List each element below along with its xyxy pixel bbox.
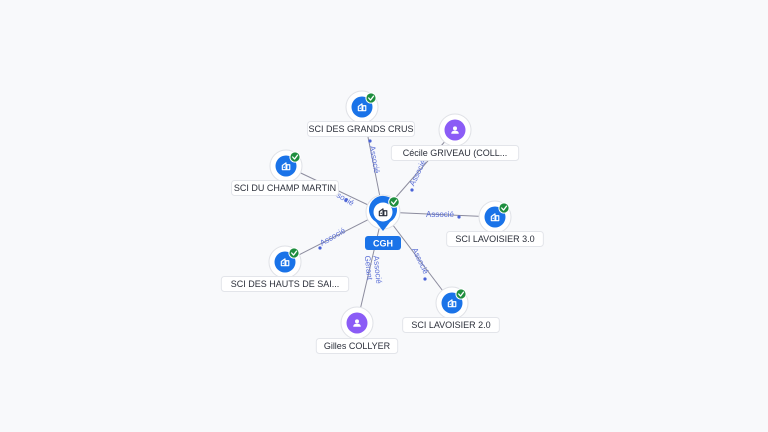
- node-sci-champ-martin[interactable]: SCI DU CHAMP MARTIN: [231, 149, 339, 196]
- edge-label: Associé: [408, 158, 429, 188]
- node-label: SCI LAVOISIER 2.0: [411, 320, 490, 330]
- node-label: SCI DU CHAMP MARTIN: [234, 183, 336, 193]
- verified-check-icon: [498, 202, 510, 214]
- node-label-box: [315, 338, 399, 354]
- edge-arrow: [368, 139, 372, 143]
- node-label: SCI DES HAUTS DE SAI...: [231, 279, 340, 289]
- edge-arrow: [423, 277, 427, 281]
- node-label-box: [446, 231, 544, 247]
- verified-check-icon: [288, 247, 300, 259]
- edge-label: Associé: [426, 210, 455, 219]
- verified-check-icon: [289, 151, 301, 163]
- node-gilles-collyer[interactable]: Gilles COLLYER: [315, 306, 399, 354]
- center-node[interactable]: CGH: [365, 194, 401, 250]
- edge-sci-lavoisier-3: Associé: [382, 210, 496, 219]
- node-sci-lavoisier-3[interactable]: SCI LAVOISIER 3.0: [446, 200, 544, 247]
- node-label-box: [402, 317, 500, 333]
- node-label-box: [307, 121, 415, 137]
- node-label: Gilles COLLYER: [324, 341, 391, 351]
- person-icon: [451, 126, 459, 134]
- edge-label: Gérant: [363, 255, 375, 281]
- edge-line: [284, 211, 384, 263]
- building-icon: [281, 162, 291, 171]
- node-label: SCI DES GRANDS CRUS: [308, 124, 413, 134]
- node-sci-grands-crus[interactable]: SCI DES GRANDS CRUS: [307, 90, 415, 137]
- person-icon: [353, 319, 361, 327]
- edge-arrow: [457, 215, 461, 219]
- node-label: SCI LAVOISIER 3.0: [455, 234, 534, 244]
- node-label-box: [220, 276, 350, 292]
- edge-label: Associé: [368, 145, 382, 175]
- nodes-layer: SCI DES GRANDS CRUS Cécile GRIVEAU (COLL.…: [220, 90, 544, 354]
- node-label-box: [231, 180, 339, 196]
- node-label-box: [390, 145, 520, 161]
- edge-arrow: [410, 188, 414, 192]
- edge-arrow: [318, 246, 322, 250]
- node-label: Cécile GRIVEAU (COLL...: [403, 148, 508, 158]
- center-label-box: [365, 236, 401, 250]
- building-icon: [447, 299, 457, 308]
- node-sci-lavoisier-2[interactable]: SCI LAVOISIER 2.0: [402, 286, 500, 333]
- verified-check-icon: [388, 196, 400, 208]
- node-sci-hauts-sai[interactable]: SCI DES HAUTS DE SAI...: [220, 245, 350, 292]
- edge-label: Associé: [318, 226, 347, 248]
- edge-line: [382, 211, 496, 218]
- edge-arrow: [344, 198, 348, 202]
- building-icon: [357, 103, 367, 112]
- edge-line: [382, 211, 453, 304]
- edge-label: Associé: [410, 246, 431, 276]
- building-icon: [490, 213, 500, 222]
- building-icon: [280, 258, 290, 267]
- center-label: CGH: [373, 239, 393, 249]
- verified-check-icon: [455, 288, 467, 300]
- verified-check-icon: [365, 92, 377, 104]
- building-icon: [378, 208, 388, 217]
- edge-line: [356, 211, 384, 324]
- edge-label: Associé: [372, 255, 384, 284]
- node-cecile-griveau[interactable]: Cécile GRIVEAU (COLL...: [390, 113, 520, 161]
